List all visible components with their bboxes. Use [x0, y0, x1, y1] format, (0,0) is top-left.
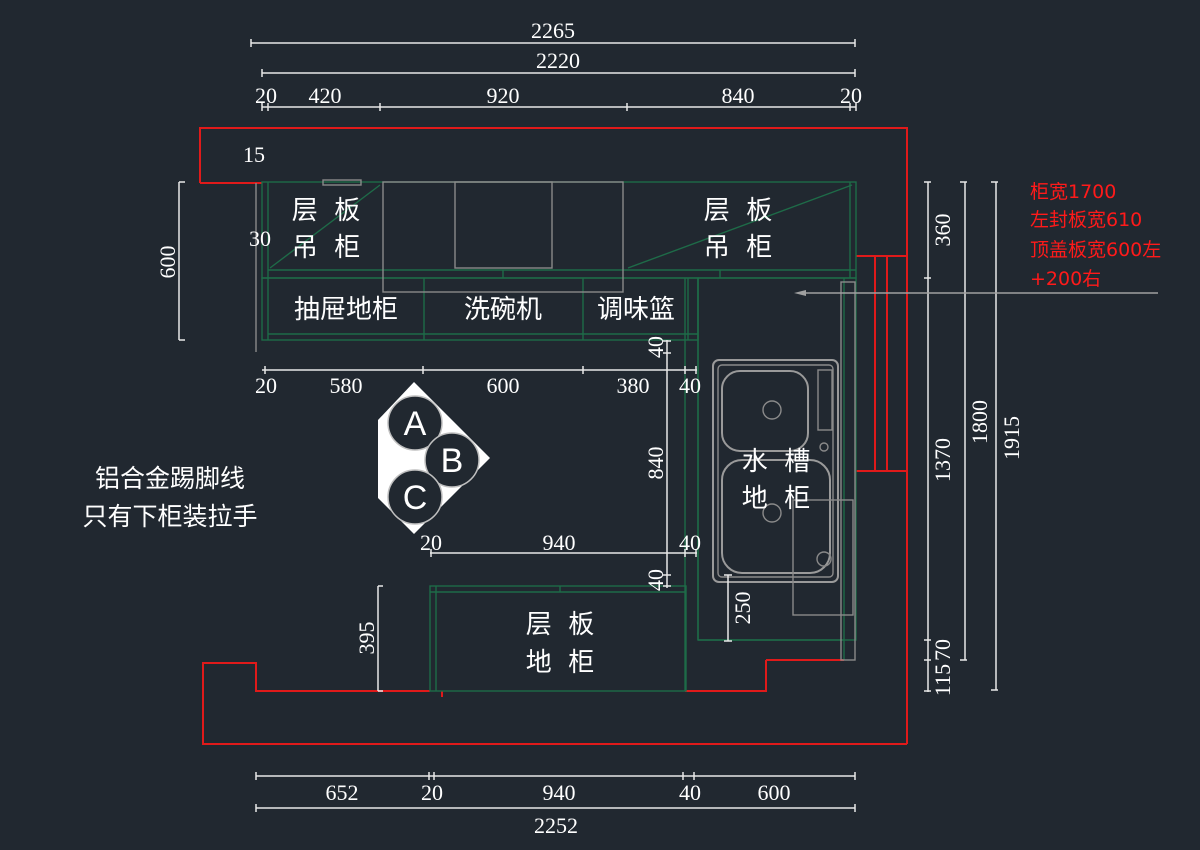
dim-lower-depth: 395 — [354, 622, 379, 655]
sink-bowl-top — [721, 370, 809, 452]
drain-top — [762, 400, 782, 420]
dim-top-seg: 20 — [840, 83, 862, 108]
marker-circle-a — [387, 395, 443, 451]
label-sink-base-1: 水 槽 — [742, 447, 811, 477]
red-note-3: 顶盖板宽600左 — [1030, 239, 1161, 261]
dim-70: 70 — [930, 639, 955, 661]
marker-circle-b — [424, 432, 480, 488]
dim-overall-top: 2265 — [531, 18, 575, 43]
label-shelf-base-2: 地 柜 — [526, 648, 595, 678]
sink-frame — [712, 359, 839, 583]
sink-bowl-bottom — [721, 459, 831, 574]
marker-c: C — [403, 479, 428, 517]
drain-bottom — [762, 503, 782, 523]
dim-upper-row: 600 — [487, 373, 520, 398]
wall-bottom-left — [202, 662, 907, 745]
dim-mid-row: 940 — [543, 530, 576, 555]
dim-360: 360 — [930, 214, 955, 247]
dim-bottom-seg: 40 — [679, 780, 701, 805]
marker-b: B — [441, 442, 464, 480]
dim-top-seg: 920 — [487, 83, 520, 108]
dim-mid-row: 20 — [420, 530, 442, 555]
end-panel — [840, 281, 856, 661]
dim-top-seg: 420 — [309, 83, 342, 108]
dim-v-top: 40 — [643, 336, 668, 358]
elevation-marker: A B C — [378, 382, 490, 534]
dimension-text: 2265 2220 20 420 920 840 20 20 580 600 3… — [155, 18, 1024, 838]
marker-a: A — [404, 405, 427, 443]
dim-upper-depth: 600 — [155, 246, 180, 279]
cab-diagonal-left — [269, 184, 381, 269]
dim-bottom-seg: 940 — [543, 780, 576, 805]
dim-v-mid: 840 — [643, 447, 668, 480]
red-note-2: 左封板宽610 — [1030, 209, 1142, 231]
light-fixture — [322, 179, 362, 186]
note-kickboard: 铝合金踢脚线 — [95, 464, 245, 493]
label-wall-cabinet-right-1: 层 板 — [704, 196, 773, 226]
sink-inner-frame — [717, 364, 834, 578]
dim-bottom-seg: 652 — [326, 780, 359, 805]
dim-upper-row: 40 — [679, 373, 701, 398]
dim-bottom-seg: 20 — [421, 780, 443, 805]
dim-second-top: 2220 — [536, 48, 580, 73]
under-sink-box — [792, 499, 854, 616]
red-note-1: 柜宽1700 — [1030, 181, 1116, 203]
label-dishwasher: 洗碗机 — [464, 295, 542, 325]
range-hood-box — [454, 181, 553, 269]
notes: 铝合金踢脚线 只有下柜装拉手 柜宽1700 左封板宽610 顶盖板宽600左 +… — [82, 181, 1161, 531]
cabinet-labels: 层 板 吊 柜 层 板 吊 柜 抽屉地柜 洗碗机 调味篮 水 槽 地 柜 层 板… — [292, 196, 811, 678]
wall-outline — [199, 127, 908, 745]
shelf-base-outline — [429, 585, 687, 692]
label-drawer-base: 抽屉地柜 — [294, 295, 398, 325]
upper-run-cabinets — [261, 181, 857, 691]
dim-top-seg: 20 — [255, 83, 277, 108]
dim-1370: 1370 — [930, 438, 955, 482]
dim-gap-top: 15 — [243, 142, 265, 167]
overflow-hole — [816, 551, 832, 567]
dim-sink-offset: 250 — [730, 592, 755, 625]
label-wall-cabinet-left-1: 层 板 — [292, 196, 361, 226]
dim-upper-row: 580 — [330, 373, 363, 398]
tap-hole — [819, 442, 829, 452]
dim-bottom-seg: 600 — [758, 780, 791, 805]
dim-upper-row: 20 — [255, 373, 277, 398]
dim-top-seg: 840 — [722, 83, 755, 108]
dim-v-bottom: 40 — [643, 569, 668, 591]
wall-top — [199, 127, 908, 256]
faucet-panel — [817, 369, 833, 431]
dim-115: 115 — [930, 664, 955, 696]
dim-mid-row: 40 — [679, 530, 701, 555]
wall-right-upper — [856, 255, 908, 744]
appliance-outlines — [255, 179, 624, 352]
dimension-lines — [178, 39, 1158, 812]
note-handles: 只有下柜装拉手 — [82, 502, 257, 531]
dim-1800: 1800 — [967, 400, 992, 444]
label-wall-cabinet-right-2: 吊 柜 — [704, 233, 773, 263]
wall-bottom — [685, 660, 767, 692]
dim-overall-bottom: 2252 — [534, 813, 578, 838]
label-spice-basket: 调味篮 — [597, 295, 675, 325]
bottom-cabinet — [429, 585, 687, 692]
sink-cabinet — [697, 277, 857, 661]
marker-circle-c — [387, 469, 443, 525]
label-shelf-base-1: 层 板 — [526, 610, 595, 640]
red-note-4: +200右 — [1030, 268, 1101, 290]
dim-gap-side: 30 — [249, 226, 271, 251]
dim-upper-row: 380 — [617, 373, 650, 398]
cab-diagonal-right — [627, 184, 853, 269]
label-wall-cabinet-left-2: 吊 柜 — [292, 233, 361, 263]
dim-1915: 1915 — [999, 416, 1024, 460]
label-sink-base-2: 地 柜 — [742, 484, 811, 514]
